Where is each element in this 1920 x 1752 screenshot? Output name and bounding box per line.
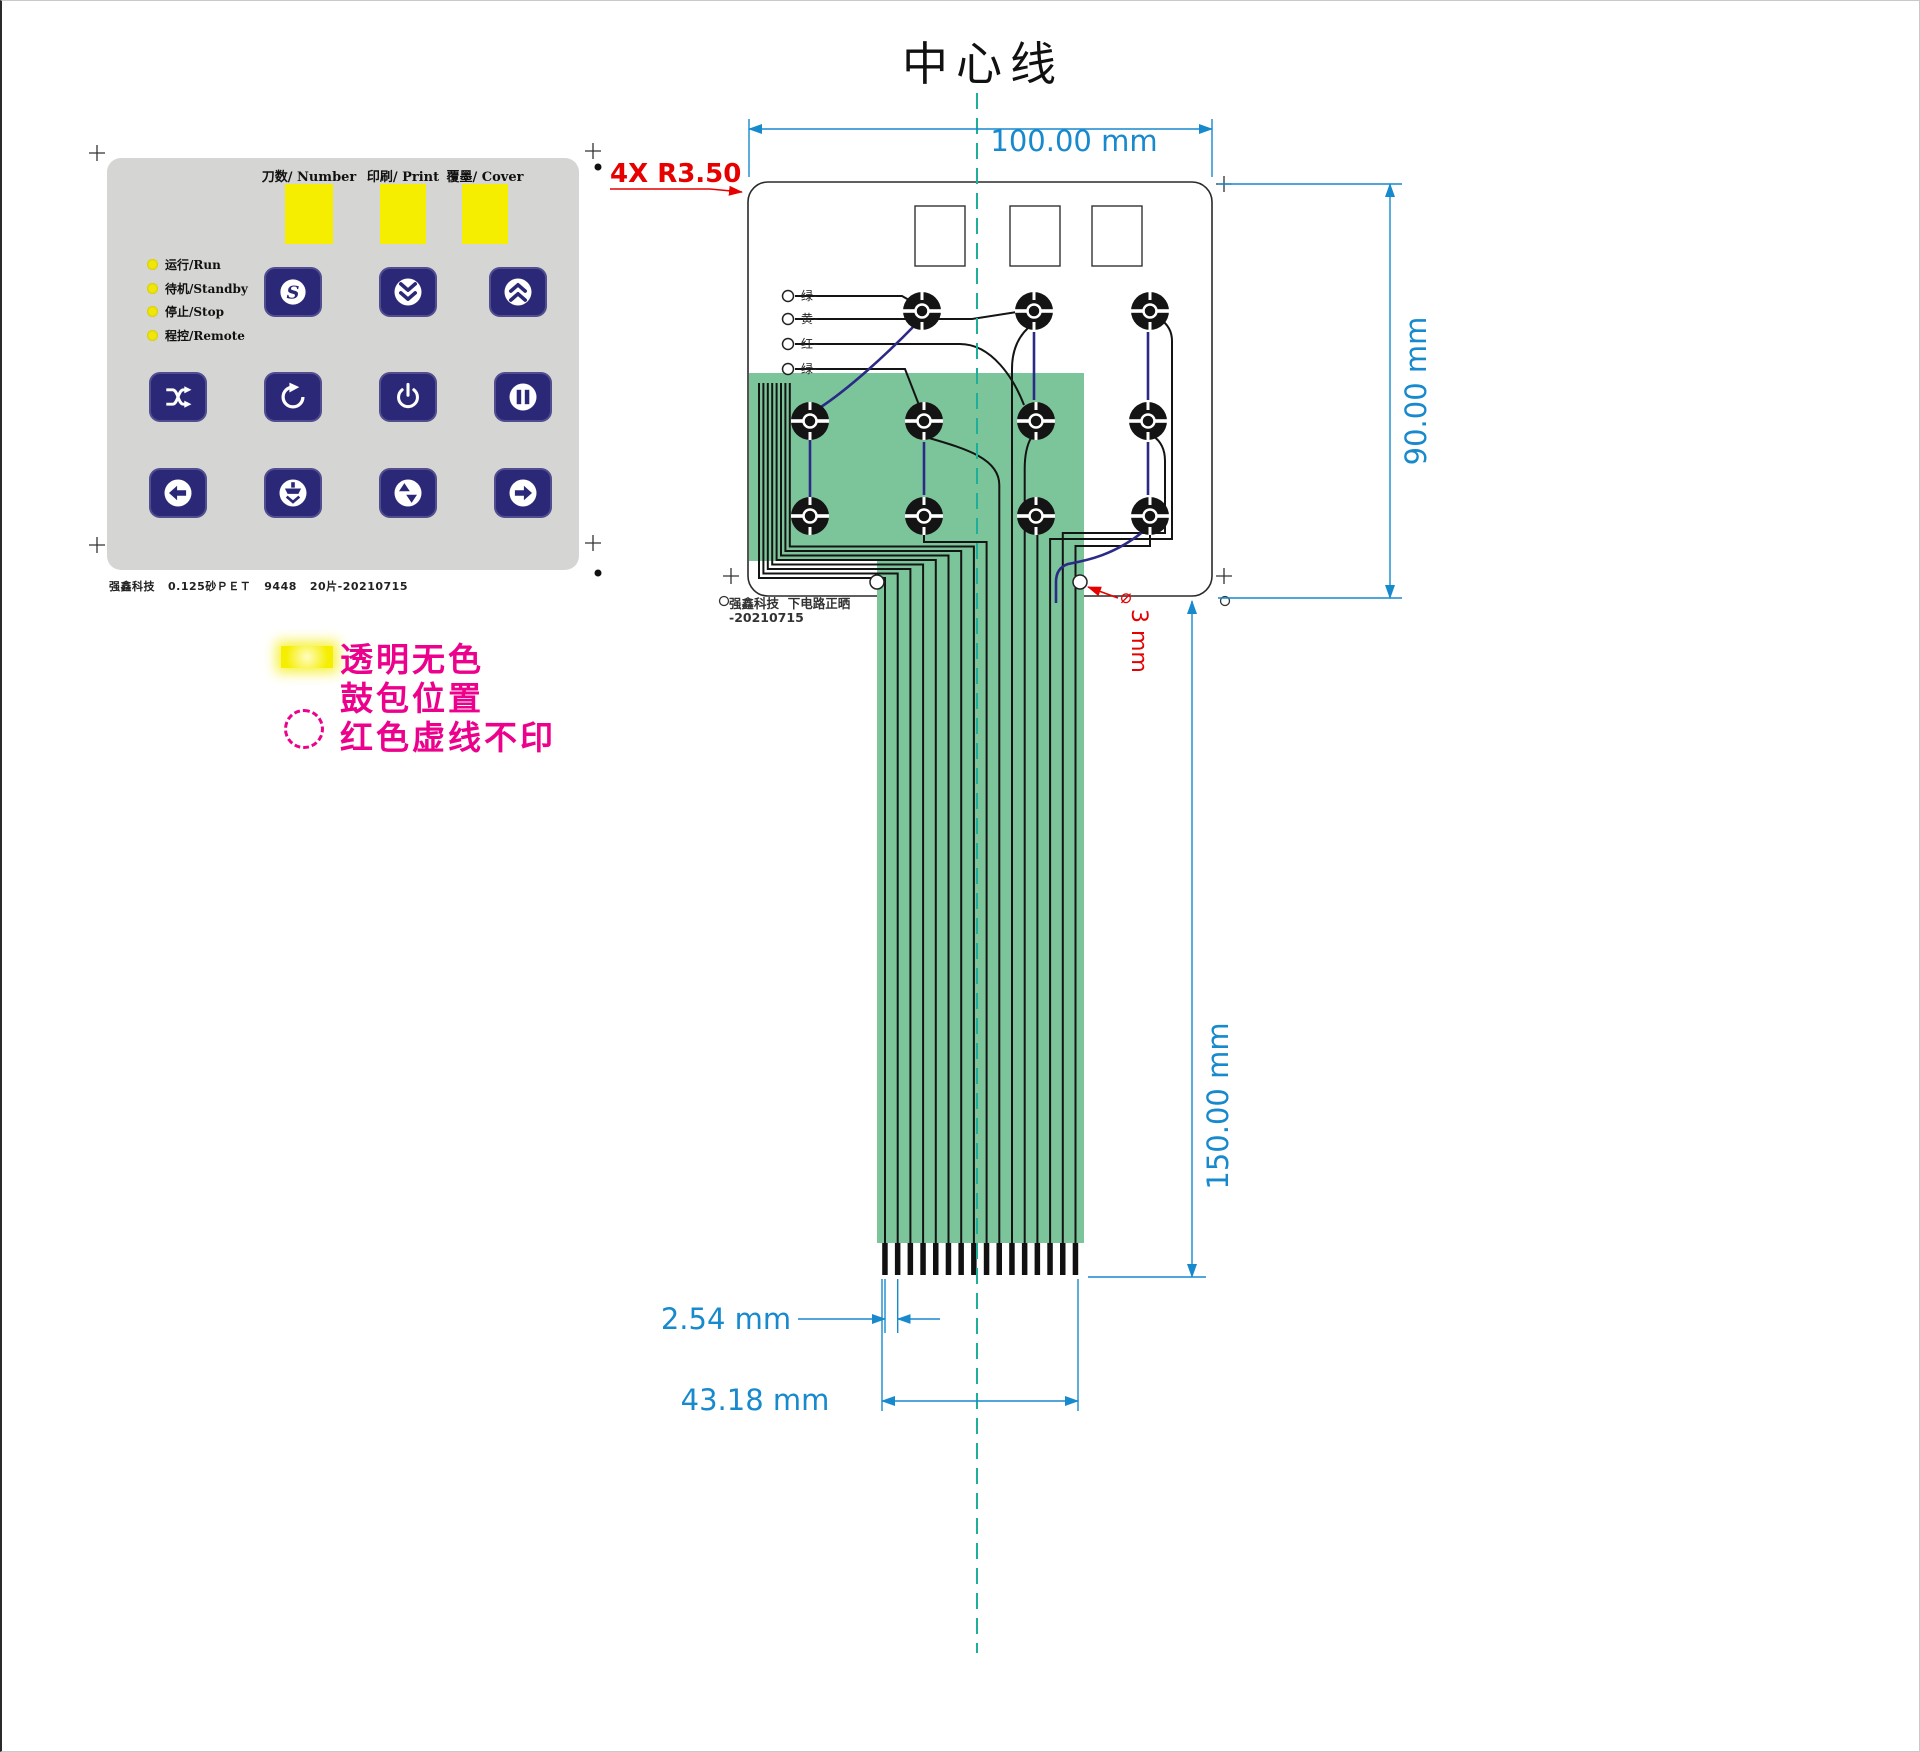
led-run xyxy=(147,259,158,270)
chevron-double-down-icon xyxy=(394,278,422,306)
pause-icon xyxy=(509,383,537,411)
s-icon: S xyxy=(280,279,306,305)
legend-yellow-swatch xyxy=(281,646,333,668)
dim-pitch: 2.54 mm xyxy=(661,1302,791,1336)
hole-diameter-symbol: ⌀ xyxy=(1120,586,1131,608)
led-label-stop: 停止/Stop xyxy=(165,305,224,319)
window-number xyxy=(285,184,333,244)
legend-dashed-circle xyxy=(284,709,324,749)
arrow-left-icon xyxy=(164,479,192,507)
centerline-title: 中心线 xyxy=(902,37,1064,91)
key-page-up xyxy=(489,267,547,317)
wire-label-green1: 绿- xyxy=(801,288,817,303)
red-annotations: 4X R3.50 ⌀ 3 mm xyxy=(610,159,1151,673)
key-cycle xyxy=(264,372,322,422)
key-pause xyxy=(494,372,552,422)
led-stop xyxy=(147,306,158,317)
dim-tail: 150.00 mm xyxy=(1201,1022,1235,1189)
legend-line2: 鼓包位置 xyxy=(340,679,484,718)
wire-label-green2: 绿- xyxy=(801,361,817,376)
corner-radius-note: 4X R3.50 xyxy=(610,159,741,189)
dimension-lines xyxy=(748,119,1402,1411)
window-print xyxy=(380,184,426,244)
registration-dot xyxy=(594,163,602,171)
wire-label-red: 红- xyxy=(801,336,817,351)
dim-connector: 43.18 mm xyxy=(681,1383,830,1417)
connector-fingers xyxy=(882,1243,1079,1275)
legend-line3: 红色虚线不印 xyxy=(340,718,556,757)
rotate-icon xyxy=(281,382,305,409)
led-remote xyxy=(147,330,158,341)
stamp-line1: 强鑫科技 下电路正晒 xyxy=(729,596,851,611)
shuffle-icon xyxy=(166,386,192,408)
arrow-right-icon xyxy=(509,479,537,507)
key-arrow-left xyxy=(149,468,207,518)
key-page-down xyxy=(379,267,437,317)
stamp-line2: -20210715 xyxy=(729,610,804,625)
registration-dot xyxy=(594,569,602,577)
wire-label-yellow: 黄- xyxy=(801,312,817,326)
blue-traces xyxy=(808,323,1150,603)
keypad-registration-marks xyxy=(89,143,601,553)
led-standby xyxy=(147,283,158,294)
led-label-standby: 待机/Standby xyxy=(165,282,248,296)
keypad-panel: 刀数/ Number 印刷/ Print 覆墨/ Cover 运行/Run 待机… xyxy=(107,158,579,570)
key-press xyxy=(264,468,322,518)
keypad-footer-note: 强鑫科技 0.125砂ＰＥＴ 9448 20片-20210715 xyxy=(109,580,408,593)
chevron-double-up-icon xyxy=(504,278,532,306)
hole-right xyxy=(1072,574,1088,590)
svg-text:S: S xyxy=(287,282,300,303)
window-cover xyxy=(462,184,508,244)
hole-diameter-note: 3 mm xyxy=(1126,609,1151,673)
window-label-print: 印刷/ Print xyxy=(366,170,440,185)
wire-terminals: 绿- 黄- 红- 绿- xyxy=(781,288,817,376)
key-arrow-right xyxy=(494,468,552,518)
key-power xyxy=(379,372,437,422)
dim-width: 100.00 mm xyxy=(990,124,1157,158)
key-swap-updown xyxy=(379,468,437,518)
legend-line1: 透明无色 xyxy=(340,640,484,679)
power-icon xyxy=(397,382,419,409)
window-label-cover: 覆墨/ Cover xyxy=(446,170,524,185)
led-label-remote: 程控/Remote xyxy=(165,329,245,343)
dimension-texts: 100.00 mm 90.00 mm 150.00 mm 2.54 mm 43.… xyxy=(661,124,1433,1417)
press-icon xyxy=(279,479,307,507)
circuit-windows xyxy=(914,205,1143,267)
key-s: S xyxy=(264,267,322,317)
window-label-number: 刀数/ Number xyxy=(261,170,357,185)
key-shuffle xyxy=(149,372,207,422)
dim-height: 90.00 mm xyxy=(1399,317,1433,466)
led-label-run: 运行/Run xyxy=(165,258,221,272)
swap-updown-icon xyxy=(394,479,422,507)
black-traces xyxy=(758,295,1173,1243)
hole-left xyxy=(869,574,885,590)
